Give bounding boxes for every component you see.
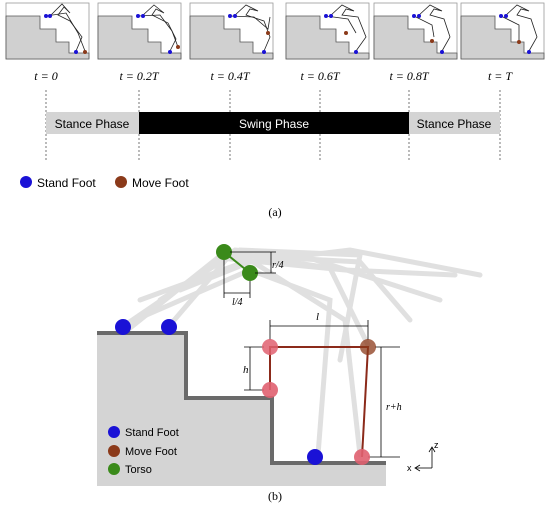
move-foot-end (354, 449, 370, 465)
dim-rh-label: r+h (386, 402, 402, 413)
dim-rh (368, 346, 400, 458)
legend-b-torso: Torso (125, 464, 152, 476)
snapshot-t04 (189, 2, 274, 60)
stance-phase-label-2: Stance Phase (417, 117, 492, 131)
dim-l4 (223, 260, 251, 298)
legend-a-stand: Stand Foot (37, 176, 96, 190)
legend-b-torso-marker (108, 463, 120, 475)
stand-foot-marker (20, 176, 32, 188)
snapshot-t08 (373, 2, 458, 60)
stand-foot-2 (161, 319, 177, 335)
time-label-3: t = 0.6T (300, 69, 340, 83)
stand-foot-3 (307, 449, 323, 465)
dim-r4-label: r/4 (272, 260, 284, 271)
swing-phase-bar (139, 112, 409, 134)
move-foot-start (262, 382, 278, 398)
time-label-1: t = 0.2T (119, 69, 159, 83)
stand-foot-1 (115, 319, 131, 335)
caption-a: (a) (268, 205, 281, 219)
legend-a-move: Move Foot (132, 176, 189, 190)
snapshot-t02 (97, 2, 182, 60)
dim-h-label: h (243, 364, 249, 376)
dim-l-label: l (316, 311, 319, 323)
move-foot-mid (360, 339, 376, 355)
swing-phase-label: Swing Phase (239, 117, 309, 131)
caption-b: (b) (268, 489, 282, 503)
dim-h (244, 346, 264, 391)
time-label-5: t = T (488, 69, 513, 83)
legend-b-stand-marker (108, 426, 120, 438)
stance-phase-bar-2 (409, 112, 500, 134)
legend-b-stand: Stand Foot (125, 427, 179, 439)
dim-l (269, 320, 369, 340)
legend-b-move: Move Foot (125, 446, 177, 458)
torso-marker-1 (216, 244, 232, 260)
axes-indicator (414, 446, 436, 472)
dim-l4-label: l/4 (232, 297, 243, 308)
move-foot-start-top (262, 339, 278, 355)
time-label-2: t = 0.4T (210, 69, 250, 83)
legend-b-move-marker (108, 445, 120, 457)
snapshot-t0 (5, 2, 90, 60)
stance-phase-bar-1 (46, 112, 139, 134)
move-foot-marker (115, 176, 127, 188)
stairs (97, 333, 386, 486)
time-label-0: t = 0 (34, 69, 57, 83)
torso-marker-2 (242, 265, 258, 281)
snapshot-row (5, 2, 545, 60)
axis-x-label: x (407, 463, 412, 473)
time-label-4: t = 0.8T (389, 69, 429, 83)
move-foot-path (269, 346, 370, 458)
snapshot-t06 (285, 2, 370, 60)
stance-phase-label-1: Stance Phase (55, 117, 130, 131)
axis-z-label: z (434, 440, 439, 450)
snapshot-tT (460, 2, 545, 60)
ghost-trajectory (122, 247, 483, 458)
dim-r4 (230, 251, 276, 274)
